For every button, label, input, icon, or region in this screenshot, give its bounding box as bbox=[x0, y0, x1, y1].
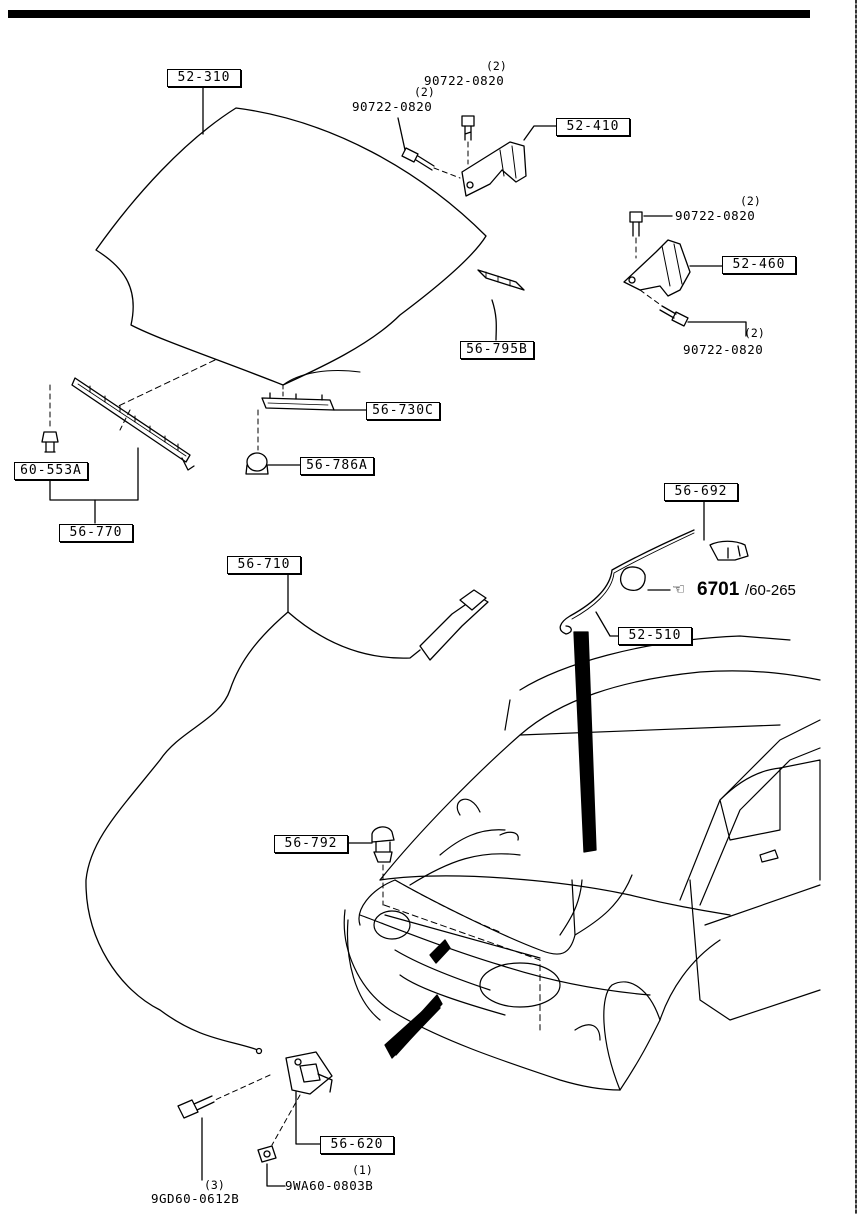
header-rule bbox=[8, 10, 810, 18]
crossref-page[interactable]: 6701 bbox=[697, 579, 740, 600]
bolt-hinge-top-drawing bbox=[461, 115, 475, 141]
callout-bumper-stop: 56-786A bbox=[300, 457, 374, 475]
pointing-hand-icon: ☜ bbox=[672, 580, 686, 598]
callout-hinge-left: 52-410 bbox=[556, 118, 630, 136]
dash-lock-nut bbox=[271, 1094, 301, 1146]
callout-release-cable: 56-710 bbox=[227, 556, 301, 574]
dash-car-cable bbox=[394, 879, 501, 933]
nut-lock-drawing bbox=[257, 1145, 277, 1163]
bumper-stop-drawing bbox=[245, 452, 269, 475]
leader-prop-rod bbox=[595, 611, 619, 637]
part-bolt-hinge-left: 90722-0820 bbox=[352, 99, 433, 114]
grommet-drawing bbox=[371, 826, 395, 863]
callout-hood-lock: 56-620 bbox=[320, 1136, 394, 1154]
prop-rod-drawing bbox=[559, 529, 695, 635]
leader-rear-seal bbox=[491, 299, 497, 341]
dash-bolt-left bbox=[433, 167, 461, 179]
bolt-lock-drawing bbox=[177, 1095, 215, 1119]
leader-hood-lock bbox=[295, 1091, 321, 1145]
dash-bolt-right-bottom bbox=[639, 289, 663, 307]
qty-bolt-hinge-right-top: (2) bbox=[740, 194, 761, 208]
prop-rod-holder-drawing bbox=[619, 540, 749, 591]
callout-clip: 60-553A bbox=[14, 462, 88, 480]
leader-bolt-right-bottom bbox=[687, 321, 747, 337]
dash-lock-bolt bbox=[214, 1074, 271, 1101]
callout-seal-rear: 56-795B bbox=[460, 341, 534, 359]
car-drawing bbox=[343, 635, 821, 1091]
leader-nut-lock bbox=[266, 1163, 286, 1187]
leader-clip-bracket bbox=[49, 447, 139, 501]
indicator-bar-lock-2 bbox=[429, 939, 451, 964]
callout-seal-front: 56-770 bbox=[59, 524, 133, 542]
hinge-right-drawing bbox=[623, 239, 723, 297]
bracket-drawing bbox=[261, 392, 335, 411]
clip-drawing bbox=[41, 431, 59, 453]
callout-prop-rod-holder: 56-692 bbox=[664, 483, 738, 501]
callout-prop-rod: 52-510 bbox=[618, 627, 692, 645]
crossref-figure[interactable]: /60-265 bbox=[745, 582, 796, 599]
qty-bolt-hinge-right-bottom: (2) bbox=[744, 326, 765, 340]
hood-panel bbox=[95, 107, 487, 386]
dash-seal-mid bbox=[119, 409, 131, 431]
part-bolt-lock: 9GD60-0612B bbox=[151, 1191, 240, 1206]
part-bolt-hinge-top: 90722-0820 bbox=[424, 73, 505, 88]
part-nut-lock: 9WA60-0803B bbox=[285, 1178, 374, 1193]
bolt-hinge-left-drawing bbox=[401, 147, 435, 171]
dash-hood-seal bbox=[109, 359, 216, 411]
dash-car-hood bbox=[383, 904, 541, 1031]
callout-hinge-right: 52-460 bbox=[722, 256, 796, 274]
bolt-hinge-right-top-drawing bbox=[629, 211, 643, 237]
qty-nut-lock: (1) bbox=[352, 1163, 373, 1177]
rear-seal-drawing bbox=[477, 269, 525, 291]
qty-bolt-hinge-top: (2) bbox=[486, 59, 507, 73]
callout-hood: 52-310 bbox=[167, 69, 241, 87]
seal-strip-drawing bbox=[71, 377, 195, 471]
leader-bolt-left bbox=[397, 117, 406, 151]
part-bolt-hinge-right-top: 90722-0820 bbox=[675, 208, 756, 223]
hood-lock-drawing bbox=[285, 1051, 333, 1095]
indicator-bar-prop bbox=[573, 631, 597, 853]
hinge-left-drawing bbox=[461, 125, 557, 197]
qty-bolt-hinge-left: (2) bbox=[414, 85, 435, 99]
qty-bolt-lock: (3) bbox=[204, 1178, 225, 1192]
callout-bracket: 56-730C bbox=[366, 402, 440, 420]
release-cable-drawing bbox=[85, 571, 489, 1055]
part-bolt-hinge-right-bottom: 90722-0820 bbox=[683, 342, 764, 357]
bolt-hinge-right-bottom-drawing bbox=[659, 305, 689, 327]
callout-grommet: 56-792 bbox=[274, 835, 348, 853]
